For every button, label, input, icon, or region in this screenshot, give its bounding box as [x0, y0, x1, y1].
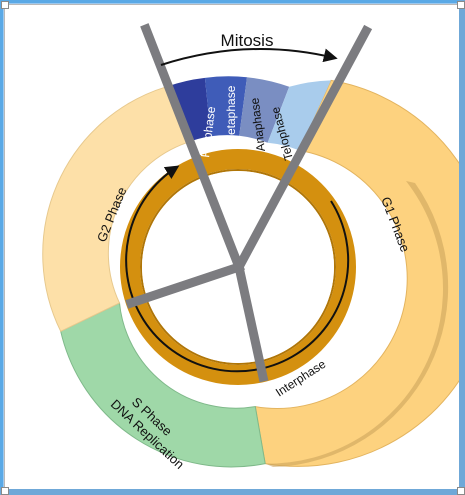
telophase-sector: [267, 80, 331, 151]
cycle-arrow: [125, 165, 350, 373]
interphase-band-inner-edge: [140, 169, 336, 365]
metaphase-label: Metaphase: [224, 85, 238, 145]
window-right-border: [459, 0, 465, 495]
mitosis-label: Mitosis: [221, 31, 274, 50]
mitosis-arrow: [160, 48, 338, 66]
anaphase-sector: [239, 77, 290, 143]
cell-cycle-diagram: Mitosis Prophase Metaphase Anaphase Telo…: [42, 23, 465, 472]
prophase-label: Prophase: [198, 105, 218, 158]
resize-handle-bottom-left[interactable]: [1, 487, 9, 495]
resize-handle-bottom-right[interactable]: [457, 487, 465, 495]
g1-phase-sector: [254, 79, 465, 467]
g2-phase-sector: [42, 86, 188, 332]
anaphase-label: Anaphase: [247, 97, 268, 153]
resize-handle-top-right[interactable]: [457, 1, 465, 9]
spindle-lines: [125, 23, 373, 383]
g1-phase-shadow: [265, 181, 449, 467]
metaphase-sector: [204, 76, 247, 137]
resize-handle-top-left[interactable]: [1, 1, 9, 9]
diagram-frame: Mitosis Prophase Metaphase Anaphase Telo…: [4, 4, 465, 491]
interphase-band: [120, 149, 356, 385]
window-bottom-border: [0, 489, 465, 495]
prophase-sector: [166, 77, 211, 143]
